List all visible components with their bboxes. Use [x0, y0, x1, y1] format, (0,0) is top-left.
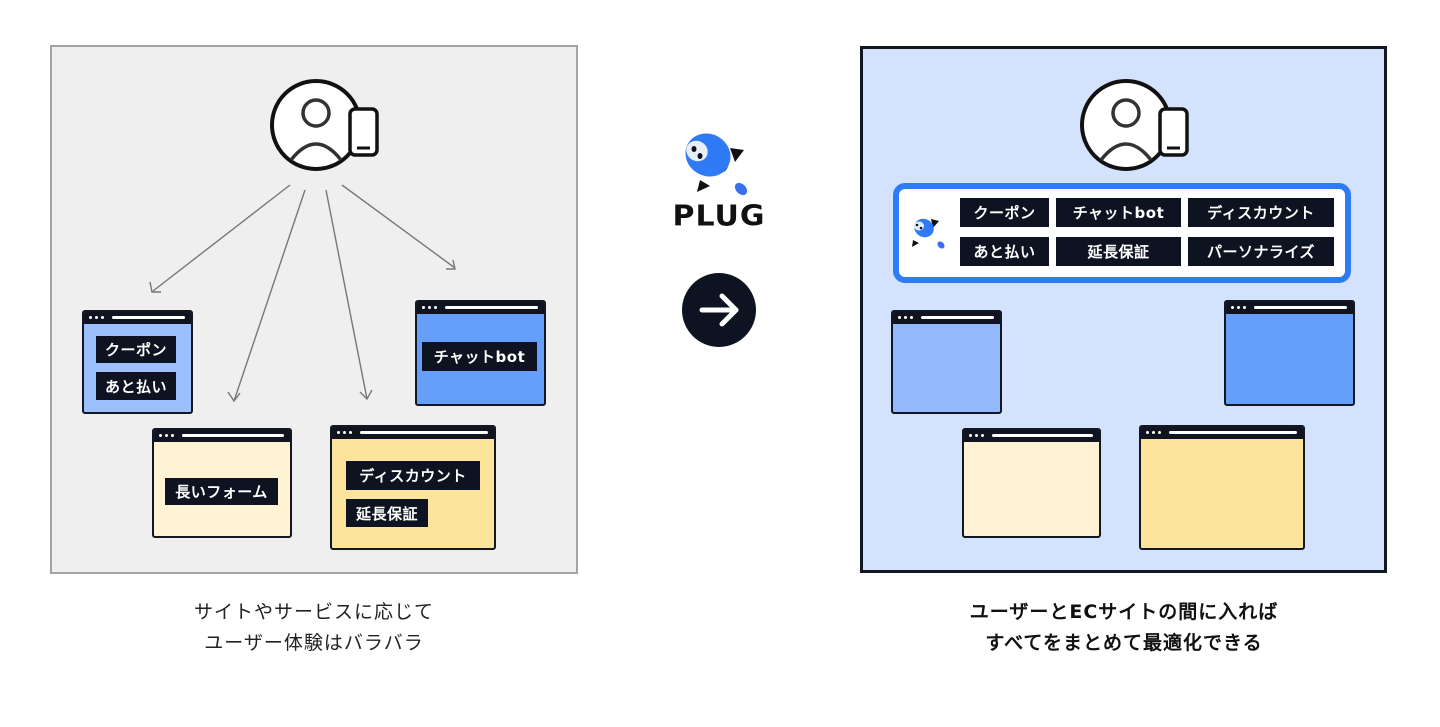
plug-tag-discount: ディスカウント [1188, 198, 1334, 227]
window-title-bar [1141, 427, 1303, 439]
arrows [149, 184, 456, 403]
window-title-bar [332, 427, 494, 439]
arrow-to-chatbot-window [341, 184, 456, 270]
plug-tag-personalize: パーソナライズ [1188, 237, 1334, 266]
tag-long-form: 長いフォーム [165, 478, 278, 505]
plug-rocket-logo-icon [685, 133, 748, 196]
window-title-bar [84, 312, 191, 324]
arrow-glyph [699, 293, 739, 327]
plug-tag-pay-later: あと払い [960, 237, 1049, 266]
tag-pay-later: あと払い [96, 372, 176, 400]
tag-chatbot: チャットbot [422, 342, 537, 371]
plug-tag-coupon: クーポン [960, 198, 1049, 227]
light-blue-window [891, 310, 1002, 414]
blue-window [1224, 300, 1355, 406]
left-caption-line2: ユーザー体験はバラバラ [204, 632, 424, 654]
yellow-window [1139, 425, 1305, 550]
arrow-to-coupon-window [149, 184, 291, 293]
tag-coupon: クーポン [96, 336, 176, 363]
window-title-bar [893, 312, 1000, 324]
plug-tag-chatbot: チャットbot [1056, 198, 1181, 227]
arrow-to-discount-window [325, 189, 373, 401]
window-title-bar [154, 430, 290, 442]
plug-wordmark: PLUG [672, 199, 766, 234]
arrow-right-icon [682, 273, 756, 347]
window-title-bar [964, 430, 1099, 442]
tag-extended-warranty: 延長保証 [346, 499, 428, 527]
chatbot-window [415, 300, 546, 406]
left-caption: サイトやサービスに応じて ユーザー体験はバラバラ [114, 597, 514, 659]
left-caption-line1: サイトやサービスに応じて [193, 601, 434, 623]
user-with-phone-icon [1080, 79, 1189, 171]
right-caption-line2: すべてをまとめて最適化できる [985, 632, 1263, 654]
user-with-phone-icon [270, 79, 379, 171]
window-title-bar [417, 302, 544, 314]
plug-tag-extended-warranty: 延長保証 [1056, 237, 1181, 266]
right-caption: ユーザーとECサイトの間に入れば すべてをまとめて最適化できる [904, 597, 1344, 659]
cream-window [962, 428, 1101, 538]
tag-discount: ディスカウント [346, 461, 480, 490]
arrow-to-long-form-window [227, 189, 306, 403]
right-caption-line1: ユーザーとECサイトの間に入れば [969, 601, 1279, 623]
plug-rocket-logo-icon [912, 218, 945, 249]
window-title-bar [1226, 302, 1353, 314]
